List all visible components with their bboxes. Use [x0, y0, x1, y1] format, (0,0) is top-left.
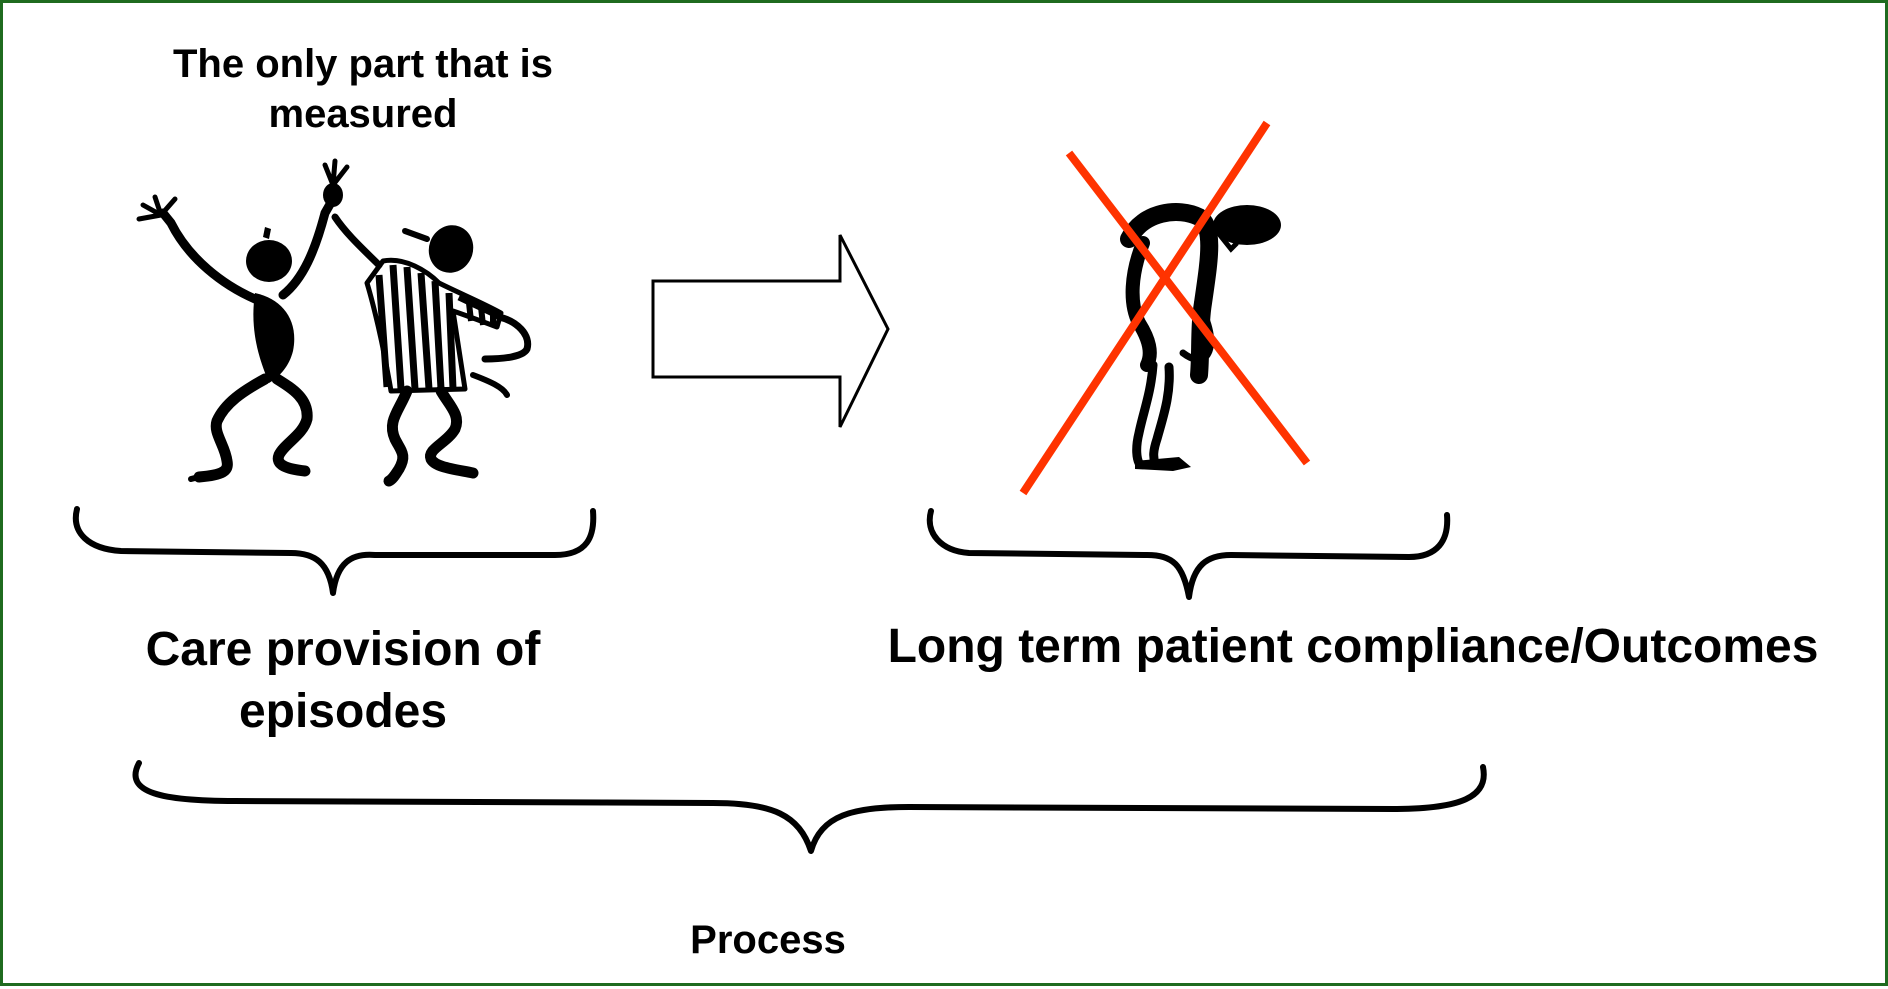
care-provision-label: Care provision of episodes: [93, 619, 593, 744]
long-term-outcomes-label: Long term patient compliance/Outcomes: [887, 620, 1819, 673]
care-line-2: episodes: [238, 685, 448, 739]
dancing-figure-left-icon: [136, 158, 350, 483]
red-x-icon: [1019, 120, 1311, 496]
measured-line-2: measured: [268, 92, 458, 136]
brace-care-icon: [72, 506, 597, 596]
care-line-1: Care provision of: [145, 623, 541, 676]
brace-process-icon: [132, 760, 1487, 854]
dancing-figures-icon: [136, 158, 532, 487]
measured-caption: The only part that is measured: [113, 39, 613, 139]
slouched-figure-icon: [1120, 203, 1281, 471]
dancing-figure-right-icon: [331, 213, 532, 487]
process-label: Process: [690, 918, 846, 962]
measured-line-1: The only part that is: [172, 42, 554, 86]
brace-outcomes-icon: [926, 508, 1451, 600]
right-arrow-icon: [651, 234, 890, 428]
diagram-canvas: [72, 120, 1487, 854]
